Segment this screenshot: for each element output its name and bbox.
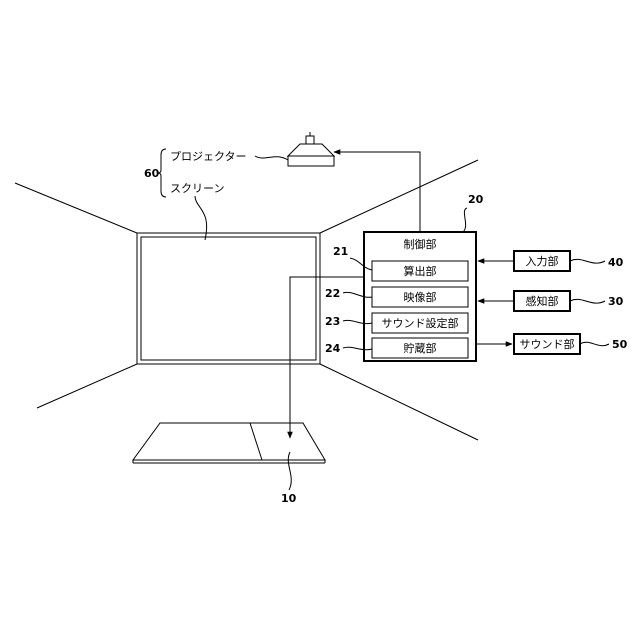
sound-unit-label: サウンド部 bbox=[520, 337, 575, 351]
projector-device bbox=[288, 132, 334, 166]
ref-60: 60 bbox=[144, 167, 160, 180]
image-unit-label: 映像部 bbox=[404, 290, 437, 304]
control-unit-label: 制御部 bbox=[404, 237, 437, 251]
ref-40: 40 bbox=[608, 256, 624, 269]
ref-30: 30 bbox=[608, 295, 624, 308]
floor-mat bbox=[133, 423, 325, 463]
projector-label: プロジェクター bbox=[170, 150, 247, 163]
sensing-unit-label: 感知部 bbox=[526, 294, 559, 308]
calc-unit-label: 算出部 bbox=[404, 264, 437, 278]
ref-21-leader bbox=[350, 258, 372, 270]
projector-screen-callout: プロジェクター スクリーン 60 bbox=[144, 149, 288, 240]
ref-20-leader bbox=[463, 208, 467, 232]
ref-22-leader bbox=[343, 292, 372, 297]
sound-setting-unit-label: サウンド設定部 bbox=[382, 316, 459, 330]
ref-24-leader bbox=[343, 347, 372, 350]
storage-unit-label: 貯蔵部 bbox=[404, 341, 437, 355]
ref-50: 50 bbox=[612, 338, 628, 351]
input-unit-box: 入力部 bbox=[514, 251, 570, 271]
ref-10: 10 bbox=[281, 492, 297, 505]
projector-leader bbox=[255, 156, 288, 160]
ref-40-leader bbox=[570, 259, 605, 263]
ref-10-leader bbox=[288, 452, 291, 490]
ref-24: 24 bbox=[325, 342, 341, 355]
sound-unit-box: サウンド部 bbox=[514, 334, 580, 354]
ref-23-leader bbox=[343, 320, 372, 323]
sensing-unit-box: 感知部 bbox=[514, 291, 570, 311]
ref-30-leader bbox=[570, 299, 605, 303]
ref-20: 20 bbox=[468, 193, 484, 206]
control-unit-box: 制御部 算出部 映像部 サウンド設定部 貯蔵部 bbox=[364, 232, 476, 361]
reference-numbers: 20 21 22 23 24 40 30 50 10 bbox=[281, 193, 628, 505]
screen-frame bbox=[137, 233, 320, 364]
ref-22: 22 bbox=[325, 287, 340, 300]
ref-23: 23 bbox=[325, 315, 340, 328]
control-to-projector-arrow bbox=[334, 152, 420, 232]
input-unit-label: 入力部 bbox=[526, 254, 559, 268]
control-to-mat-arrow bbox=[290, 277, 364, 438]
ref-21: 21 bbox=[333, 245, 348, 258]
screen-label: スクリーン bbox=[170, 182, 224, 195]
ref-50-leader bbox=[580, 342, 609, 345]
